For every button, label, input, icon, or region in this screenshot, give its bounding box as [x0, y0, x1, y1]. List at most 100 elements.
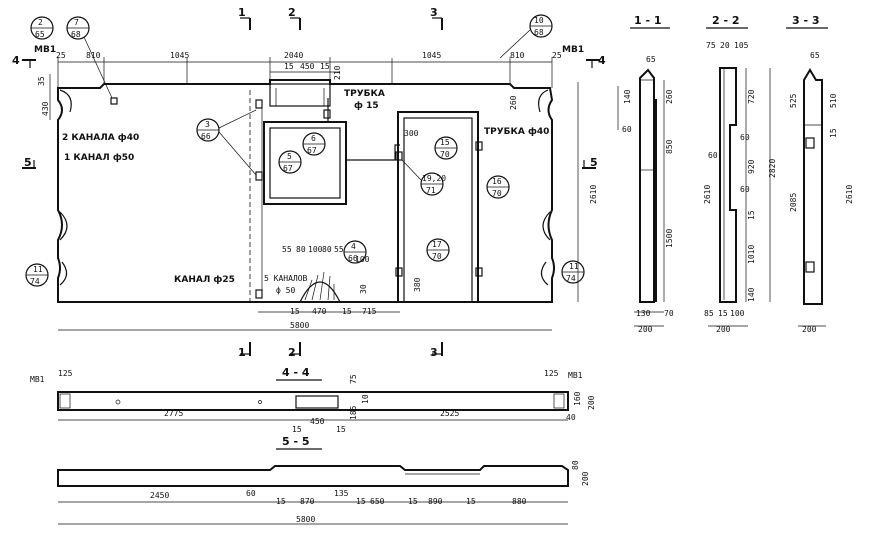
s55-dim-2450: 2450: [150, 491, 169, 500]
cut-marker-1-top: 1: [238, 6, 251, 30]
s44-mb1-left: МВ1: [30, 375, 45, 384]
section-5-5-body: [57, 465, 569, 487]
dim-80-a: 80: [296, 245, 306, 254]
s22-dim-15: 15: [747, 210, 756, 220]
s33-dim-2085: 2085: [789, 193, 798, 212]
dim-810-right: 810: [510, 51, 525, 60]
cut-marker-4-right: 4: [586, 54, 606, 68]
s22-dim-20: 20: [720, 41, 730, 50]
svg-text:4: 4: [12, 54, 20, 67]
dim-430: 430: [41, 101, 50, 116]
dim-450-a: 450: [300, 62, 315, 71]
s44-dim-2775: 2775: [164, 409, 183, 418]
socket-3: [255, 171, 263, 181]
svg-text:15: 15: [440, 138, 450, 147]
s44-mb1-right: МВ1: [568, 371, 583, 380]
s11-dim-1500: 1500: [665, 229, 674, 248]
s44-dim-75: 75: [349, 374, 358, 384]
s55-dim-200: 200: [581, 471, 590, 486]
svg-text:5: 5: [287, 152, 292, 161]
s44-dim-15-b: 15: [336, 425, 346, 434]
main-plan: 810 1045 2040 1045 810 15 450 15 210 35 …: [12, 6, 606, 359]
corner-arc-br: [540, 261, 549, 286]
svg-text:1: 1: [238, 6, 246, 19]
svg-text:5: 5: [24, 156, 32, 169]
trubka-15-sub: ф 15: [354, 101, 379, 111]
s22-dim-85: 85: [704, 309, 714, 318]
svg-text:17: 17: [432, 240, 442, 249]
svg-text:74: 74: [30, 277, 40, 286]
svg-text:6: 6: [311, 134, 316, 143]
cut-marker-2-top: 2: [288, 6, 301, 30]
section-1-1: 1 - 1 140 60 65 260 850 1500 130 70 200: [617, 14, 674, 334]
svg-text:2: 2: [288, 6, 296, 19]
cut-marker-3-bottom: 3: [430, 342, 443, 359]
dim-810-left: 810: [86, 51, 101, 60]
side-arc-l: [59, 211, 68, 241]
svg-text:4: 4: [598, 54, 606, 67]
bottom-opening: [299, 281, 341, 303]
n25-left: 25: [56, 51, 66, 60]
s55-dim-870: 870: [300, 497, 315, 506]
ref-2-65: 265: [30, 16, 54, 40]
socket-9: [475, 267, 483, 277]
s11-dim-130: 130: [636, 309, 651, 318]
dim-260-right: 260: [509, 95, 518, 110]
s44-dim-15-a: 15: [292, 425, 302, 434]
s22-dim-2610: 2610: [703, 185, 712, 204]
s44-dim-450: 450: [310, 417, 325, 426]
kanal-1: 1 КАНАЛ ф50: [64, 153, 134, 163]
cut-marker-2-bottom: 2: [288, 342, 301, 359]
section-2-2: 2 - 2 75 20 105 2610 60 720 60 920 60 15…: [703, 14, 777, 334]
s22-dim-720: 720: [747, 89, 756, 104]
bottom-opening-hatch: [304, 271, 335, 301]
dim-15-a: 15: [284, 62, 294, 71]
s44-dim-10: 10: [361, 394, 370, 404]
svg-text:5: 5: [590, 156, 598, 169]
dim-380: 380: [413, 277, 422, 292]
svg-text:1: 1: [238, 346, 246, 359]
s55-dim-15-b: 15: [356, 497, 366, 506]
dim-1045-right: 1045: [422, 51, 441, 60]
ref-4-66: 466: [343, 240, 367, 264]
svg-text:2: 2: [288, 346, 296, 359]
cut-marker-4-left: 4: [12, 54, 36, 68]
svg-text:67: 67: [283, 164, 293, 173]
section-1-1-body: [639, 68, 657, 303]
svg-text:3: 3: [205, 120, 210, 129]
svg-text:16: 16: [492, 177, 502, 186]
s22-dim-1010: 1010: [747, 245, 756, 264]
ref-6-67: 667: [302, 132, 326, 156]
s11-dim-260: 260: [665, 89, 674, 104]
section-4-4-title: 4 - 4: [282, 366, 310, 379]
socket-4: [255, 289, 263, 299]
s22-dim-60-c: 60: [740, 185, 750, 194]
s44-125-right: 125: [544, 369, 559, 378]
s33-dim-15: 15: [829, 128, 838, 138]
window-outer: [263, 121, 347, 205]
dim-100-a: 100: [308, 245, 323, 254]
svg-text:70: 70: [432, 252, 442, 261]
s44-dim-185: 185: [349, 405, 358, 420]
s11-dim-65: 65: [646, 55, 656, 64]
svg-text:7: 7: [74, 18, 79, 27]
section-4-4-body: [57, 391, 569, 411]
s11-dim-140: 140: [623, 89, 632, 104]
s22-dim-100: 100: [730, 309, 745, 318]
s33-dim-200: 200: [802, 325, 817, 334]
top-box: [269, 83, 331, 107]
panel-outline: [57, 79, 555, 303]
socket-6: [395, 151, 403, 161]
kanal-5-sub: ф 50: [276, 286, 295, 295]
s55-dim-15-d: 15: [466, 497, 476, 506]
cut-marker-5-right: 5: [582, 156, 598, 169]
s44-dim-40: 40: [566, 413, 576, 422]
window-inner: [269, 127, 341, 199]
s22-dim-60-b: 60: [740, 133, 750, 142]
svg-text:68: 68: [71, 30, 81, 39]
